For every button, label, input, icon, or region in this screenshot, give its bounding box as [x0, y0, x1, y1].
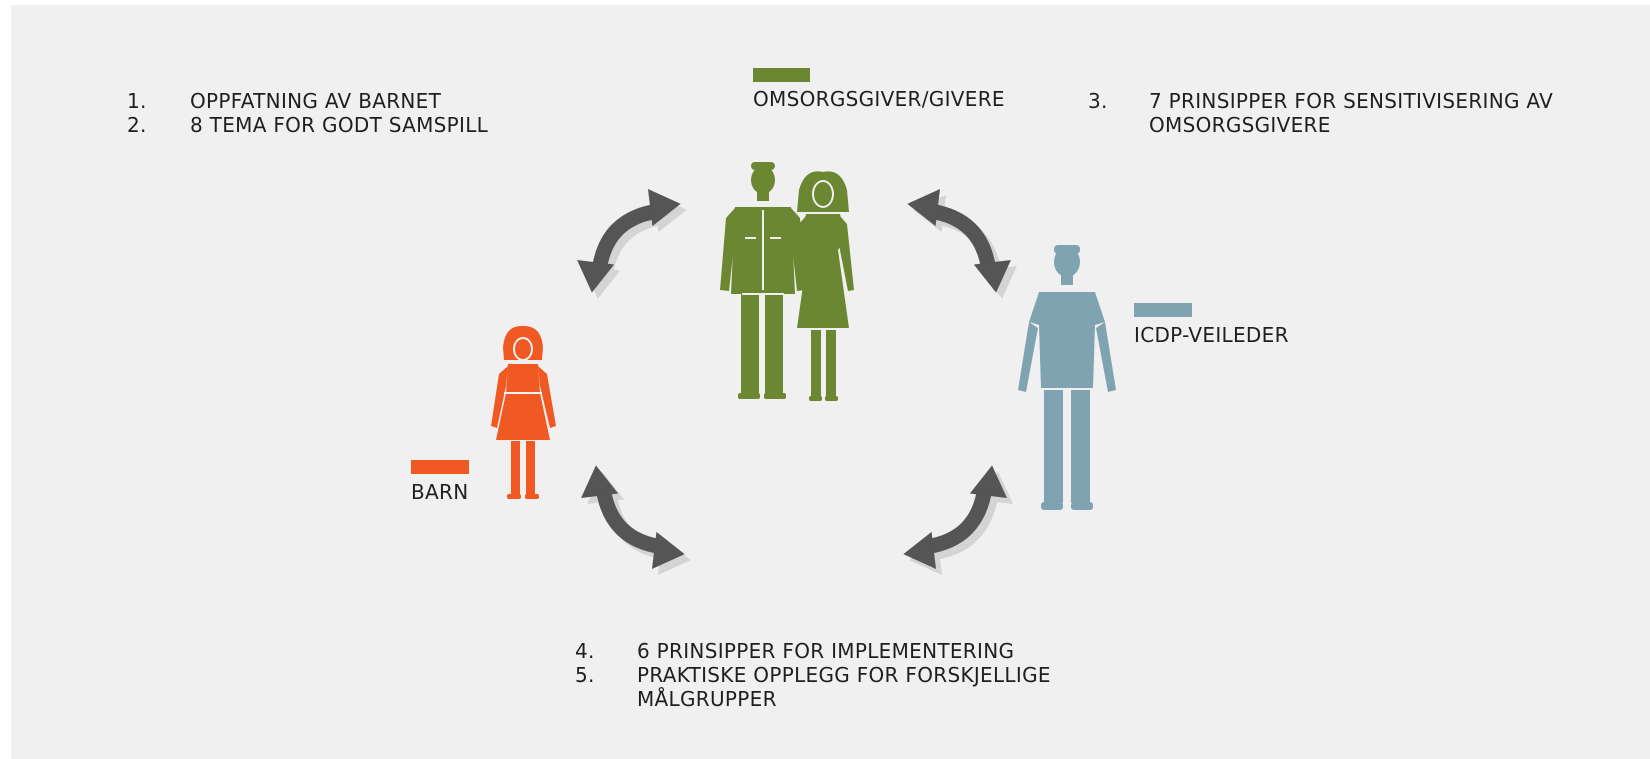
list-item-4-text: 6 PRINSIPPER FOR IMPLEMENTERING: [637, 639, 1015, 663]
list-item-5-number: 5.: [575, 663, 595, 687]
child-label: BARN: [411, 480, 469, 504]
arrow-child-bottom: [573, 466, 689, 582]
list-item-3-number: 3.: [1088, 89, 1108, 113]
caregiver-woman-figure: [797, 171, 854, 401]
list-item-2-text: 8 TEMA FOR GODT SAMSPILL: [190, 113, 489, 137]
list-item-2-number: 2.: [127, 113, 147, 137]
girl-icon: [491, 325, 556, 499]
man-and-woman-icon: [720, 162, 854, 401]
man-icon: [1018, 245, 1116, 510]
caregivers-label: OMSORGSGIVER/GIVERE: [753, 87, 1005, 111]
list-item-4-number: 4.: [575, 639, 595, 663]
list-item-5-text: PRAKTISKE OPPLEGG FOR FORSKJELLIGE: [637, 663, 1051, 687]
arrow-supervisor-bottom: [904, 466, 1020, 582]
list-item-1-number: 1.: [127, 89, 147, 113]
list-item-5-text-continued: MÅLGRUPPER: [637, 687, 777, 711]
list-item-3-text-continued: OMSORGSGIVERE: [1149, 113, 1331, 137]
arrow-caregivers-supervisor: [908, 181, 1024, 297]
caregivers-color-bar: [753, 68, 810, 82]
caregiver-man-figure: [720, 162, 806, 399]
child-color-bar: [411, 460, 469, 474]
list-item-3-text: 7 PRINSIPPER FOR SENSITIVISERING AV: [1149, 89, 1554, 113]
supervisor-color-bar: [1134, 303, 1192, 317]
supervisor-label: ICDP-VEILEDER: [1134, 323, 1289, 347]
list-item-1-text: OPPFATNING AV BARNET: [190, 89, 442, 113]
arrow-caregivers-child: [569, 181, 685, 297]
